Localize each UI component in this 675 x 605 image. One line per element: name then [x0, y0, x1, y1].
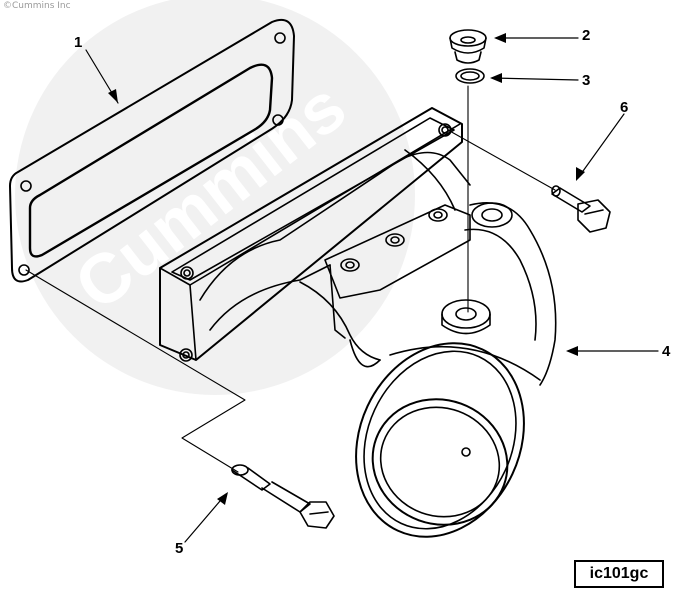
- callout-2: 2: [582, 27, 591, 44]
- connection-flange: [159, 107, 463, 362]
- capscrew-lower: [231, 464, 335, 529]
- callout-leaders: [85, 37, 659, 543]
- callout-3: 3: [582, 72, 591, 89]
- gasket: [9, 18, 295, 283]
- cummins-watermark: Cummins: [15, 0, 415, 395]
- copyright-notice: ©Cummins Inc: [3, 1, 71, 11]
- figure-id-label: ic101gc: [574, 560, 664, 588]
- callout-arrowheads: [108, 33, 585, 505]
- connection-body: [199, 149, 557, 386]
- o-ring: [455, 68, 485, 84]
- callout-4: 4: [662, 343, 671, 360]
- connection-outlet: [355, 342, 541, 538]
- plug: [449, 29, 487, 64]
- callout-6: 6: [620, 99, 629, 116]
- capscrew-upper: [551, 185, 611, 233]
- callout-1: 1: [74, 34, 83, 51]
- alignment-lines: [25, 85, 556, 473]
- callout-5: 5: [175, 540, 184, 557]
